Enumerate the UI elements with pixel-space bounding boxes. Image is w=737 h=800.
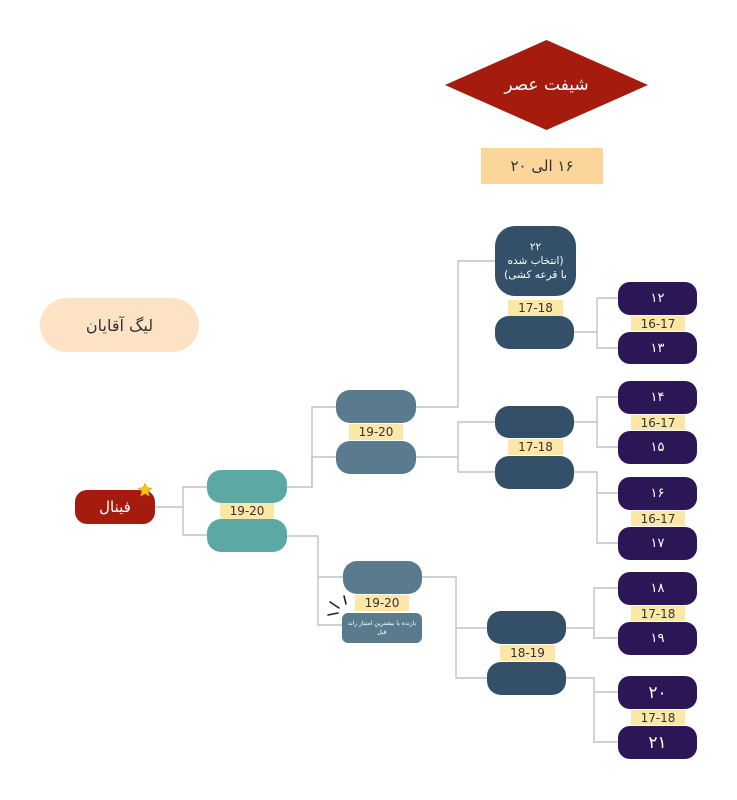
connector-final	[155, 486, 207, 508]
round1-team-12: ۱۲	[618, 282, 697, 315]
seed-22-note-2: با قرعه کشی)	[504, 269, 567, 281]
shift-diamond	[445, 40, 648, 130]
round1-match-3-score: 16-17	[631, 511, 685, 526]
round1-team-20: ۲۰	[618, 676, 697, 709]
connector-semi-bottom-b	[317, 577, 342, 626]
quarterfinal-1-bottom-slot	[495, 316, 574, 349]
quarterfinal-2-top-slot	[495, 406, 574, 438]
round1-match-2-score: 16-17	[631, 415, 685, 430]
quarterfinal-3-top-slot	[487, 611, 566, 644]
connector-r1-2a	[574, 396, 618, 423]
final-match-score: 19-20	[220, 503, 274, 519]
connector-final-bottom	[182, 507, 207, 536]
quarterfinal-2-score: 17-18	[508, 439, 563, 455]
semifinal-1-bottom-slot	[336, 441, 416, 474]
semifinal-1-top-slot	[336, 390, 416, 423]
connector-r1-5a	[566, 677, 618, 693]
connector-semi-top-b	[311, 456, 336, 487]
connector-r1-2b	[596, 422, 618, 448]
connector-qf1	[416, 260, 495, 408]
round1-team-21: ۲۱	[618, 726, 697, 759]
round1-team-13: ۱۳	[618, 332, 697, 364]
connector-qf3-bottom	[455, 628, 487, 679]
seed-22-number: ۲۲	[529, 241, 542, 253]
connector-r1-4b	[593, 628, 618, 639]
round1-match-5-score: 17-18	[631, 710, 685, 725]
connector-r1-1a	[574, 297, 618, 333]
round1-team-19: ۱۹	[618, 622, 697, 655]
league-label: لیگ آقایان	[40, 298, 199, 352]
shift-title: شیفت عصر	[504, 75, 589, 95]
connector-qf2-bottom	[457, 457, 495, 473]
connector-r1-1b	[596, 332, 618, 349]
sparkle-icon	[327, 595, 347, 616]
star-icon	[137, 482, 153, 497]
round1-team-14: ۱۴	[618, 381, 697, 414]
round1-team-16: ۱۶	[618, 477, 697, 510]
final-match-top-slot	[207, 470, 287, 503]
connector-r1-3b	[596, 493, 618, 544]
best-loser-slot: بازنده با بیشترین امتیاز راند قبل	[342, 613, 422, 643]
round1-team-18: ۱۸	[618, 572, 697, 605]
connector-qf2-top	[416, 421, 495, 458]
connector-semi-bottom	[287, 535, 343, 578]
age-range: ۱۶ الی ۲۰	[481, 148, 603, 184]
semifinal-2-score: 19-20	[355, 595, 409, 611]
round1-match-1-score: 16-17	[631, 316, 685, 331]
round1-match-4-score: 17-18	[631, 606, 685, 621]
final-match-bottom-slot	[207, 519, 287, 552]
seed-22-note-1: (انتخاب شده	[507, 255, 564, 267]
connector-r1-3a	[574, 471, 618, 494]
connector-qf3-top	[422, 576, 487, 629]
quarterfinal-3-bottom-slot	[487, 662, 566, 695]
semifinal-2-top-slot	[343, 561, 422, 594]
quarterfinal-2-bottom-slot	[495, 456, 574, 489]
connector-r1-4a	[566, 587, 618, 629]
semifinal-1-score: 19-20	[349, 424, 403, 440]
connector-semi-top	[287, 406, 336, 488]
round1-team-17: ۱۷	[618, 527, 697, 560]
quarterfinal-3-score: 18-19	[500, 645, 555, 661]
connector-r1-5b	[593, 692, 618, 743]
quarterfinal-1-score: 17-18	[508, 300, 563, 316]
quarterfinal-1-top-slot: ۲۲ (انتخاب شده با قرعه کشی)	[495, 226, 576, 296]
round1-team-15: ۱۵	[618, 431, 697, 464]
